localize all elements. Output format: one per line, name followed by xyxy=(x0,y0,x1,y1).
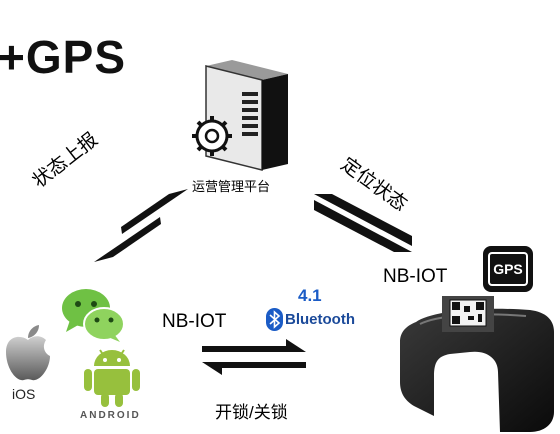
android-label: ANDROID xyxy=(80,410,141,421)
diagram-title: +GPS xyxy=(0,31,127,83)
ios-label: iOS xyxy=(12,386,36,402)
apple-icon xyxy=(6,325,50,381)
bluetooth-version: 4.1 xyxy=(298,286,322,305)
android-icon xyxy=(84,349,140,407)
smart-lock-icon xyxy=(400,296,554,432)
server-icon xyxy=(192,60,288,171)
unlock-lock-arrows xyxy=(202,339,306,375)
unlock-lock-label: 开锁/关锁 xyxy=(215,403,288,422)
nbiot-label-bottom: NB-IOT xyxy=(162,311,227,332)
arrow-right xyxy=(202,339,306,352)
arrow-down-right xyxy=(314,200,412,252)
bluetooth-icon xyxy=(266,308,283,331)
arrow-down-left xyxy=(94,217,161,262)
server-label: 运营管理平台 xyxy=(192,179,271,194)
arrow-left xyxy=(202,362,306,375)
gps-badge-text: GPS xyxy=(488,252,528,286)
bluetooth-wordmark: Bluetooth xyxy=(285,311,355,328)
nbiot-label-right: NB-IOT xyxy=(383,266,448,287)
arrow-up-left xyxy=(314,194,412,246)
location-status-arrows xyxy=(314,194,412,252)
wechat-icon xyxy=(62,289,125,342)
gps-badge: GPS xyxy=(483,246,533,292)
arrow-up-right xyxy=(121,189,188,234)
status-report-arrows xyxy=(94,189,188,262)
